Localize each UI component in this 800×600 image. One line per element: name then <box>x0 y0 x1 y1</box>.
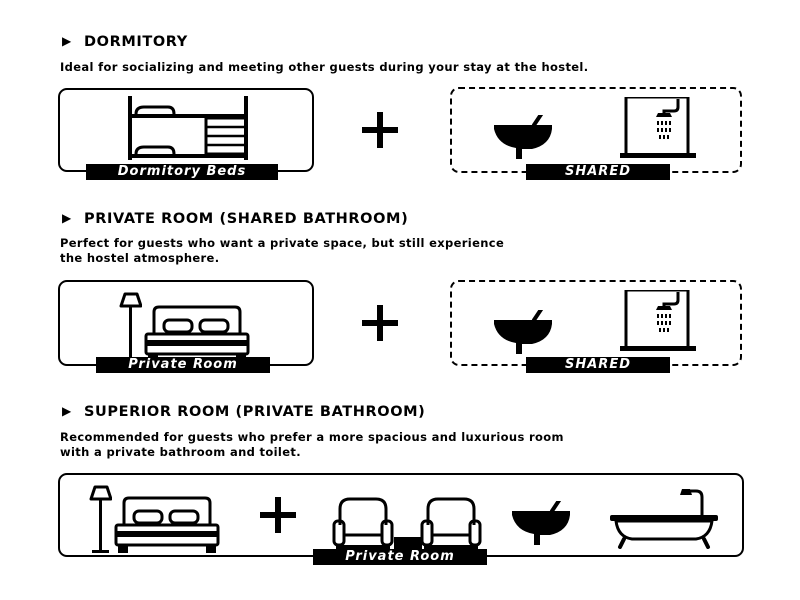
dormitory-bathroom-label: SHARED <box>526 164 670 180</box>
private-room-heading: ▶PRIVATE ROOM (SHARED BATHROOM) <box>62 211 409 227</box>
dormitory-bathroom-box <box>450 87 742 173</box>
bullet-icon: ▶ <box>62 211 72 225</box>
superior-room-label: Private Room <box>313 549 487 565</box>
private-room-bathroom-box <box>450 280 742 366</box>
superior-room-box <box>58 473 744 557</box>
armchairs-icon <box>332 497 482 557</box>
private-room-description: Perfect for guests who want a private sp… <box>60 236 505 265</box>
dormitory-heading: ▶DORMITORY <box>62 34 188 50</box>
bullet-icon: ▶ <box>62 404 72 418</box>
shower-icon <box>620 290 700 352</box>
superior-room-heading: ▶SUPERIOR ROOM (PRIVATE BATHROOM) <box>62 404 426 420</box>
superior-room-description: Recommended for guests who prefer a more… <box>60 430 564 459</box>
bullet-icon: ▶ <box>62 34 72 48</box>
plus-icon <box>350 303 410 343</box>
dormitory-room-label: Dormitory Beds <box>86 164 278 180</box>
dormitory-description: Ideal for socializing and meeting other … <box>60 60 589 74</box>
plus-icon <box>248 495 308 535</box>
double-bed-icon <box>112 495 222 555</box>
private-room-bathroom-label: SHARED <box>526 357 670 373</box>
plus-icon <box>350 110 410 150</box>
private-room-box <box>58 280 314 366</box>
toilet-icon <box>510 501 580 551</box>
bathtub-icon <box>610 489 720 549</box>
floor-lamp-icon <box>88 485 112 555</box>
dormitory-room-box <box>58 88 314 172</box>
double-bed-icon <box>142 304 252 364</box>
shower-icon <box>620 97 700 159</box>
toilet-icon <box>492 115 562 165</box>
bunk-bed-icon <box>128 96 248 160</box>
toilet-icon <box>492 310 562 360</box>
private-room-label: Private Room <box>96 357 270 373</box>
floor-lamp-icon <box>118 292 142 362</box>
